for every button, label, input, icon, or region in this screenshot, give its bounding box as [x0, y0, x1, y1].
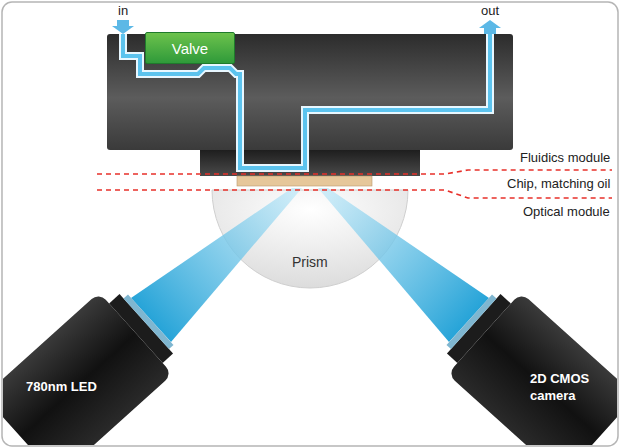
fluid-channel-edge [123, 34, 490, 168]
dashed-boundary [97, 170, 612, 174]
led-body [3, 279, 188, 445]
module-label: Fluidics module [520, 150, 610, 166]
clipped-art [3, 20, 617, 445]
fluidics-stem [200, 150, 420, 176]
dashed-boundary [97, 190, 612, 198]
node-text: 2D CMOS camera [530, 370, 602, 404]
light-beam [318, 188, 489, 342]
camera-label-box: 2D CMOS camera [530, 370, 602, 404]
node-text: 780nm LED [26, 378, 97, 395]
module-label: Optical module [523, 204, 610, 220]
outlet-arrow [479, 20, 501, 34]
chip [237, 176, 372, 186]
part-label: Prism [292, 254, 328, 270]
outlet-label: out [481, 3, 499, 19]
inlet-arrow [112, 20, 134, 34]
valve-box: Valve [145, 32, 235, 64]
fluid-channel [123, 34, 490, 168]
camera-body [432, 279, 617, 445]
node-text: Valve [146, 40, 234, 57]
light-beam [131, 188, 302, 342]
layer-label: Chip, matching oil [507, 176, 610, 192]
led-label-box: 780nm LED [26, 378, 97, 395]
inlet-label: in [118, 3, 128, 19]
